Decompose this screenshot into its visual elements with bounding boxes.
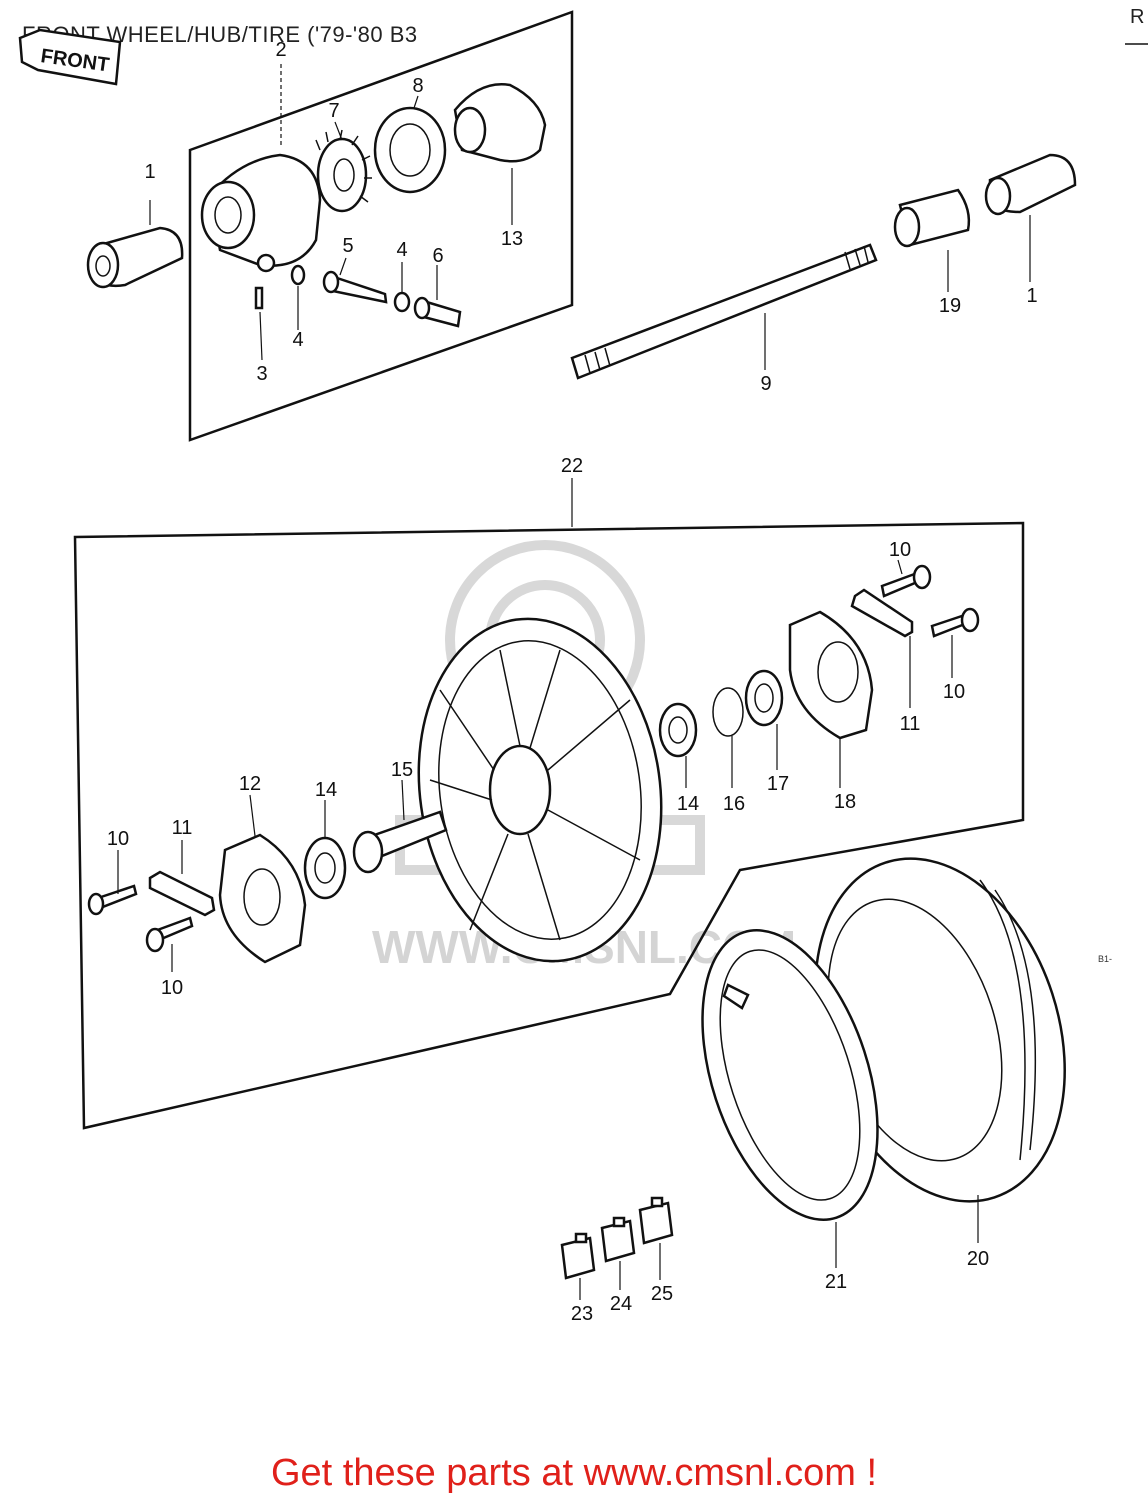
- callout-21: 21: [825, 1271, 847, 1293]
- gear-retainer: [453, 83, 547, 163]
- pin: [254, 286, 264, 310]
- callout-1-right: 1: [1026, 285, 1037, 307]
- axle-spacer: [893, 188, 971, 248]
- bolt-left-upper: [87, 884, 138, 916]
- callout-13: 13: [501, 228, 523, 250]
- callout-11-left: 11: [172, 817, 193, 839]
- leader-lines: [117, 64, 1031, 1300]
- hub-group-frame: [188, 10, 574, 442]
- front-arrow-icon: FRONT: [18, 28, 122, 86]
- bolt-left-lower: [145, 916, 194, 953]
- callout-14-right: 14: [677, 793, 699, 815]
- wheel-bearing-right: [658, 702, 698, 758]
- speedometer-drive-gear: [315, 129, 372, 213]
- cast-wheel: [417, 617, 663, 963]
- front-axle: [570, 243, 878, 380]
- lock-plate-left: [148, 870, 216, 917]
- callout-15: 15: [391, 759, 413, 781]
- parts-link-banner[interactable]: Get these parts at www.cmsnl.com !: [270, 1452, 878, 1494]
- callout-25: 25: [651, 1283, 673, 1305]
- inner-tube: [701, 929, 879, 1221]
- callout-7: 7: [328, 100, 339, 122]
- balance-weight-24: [600, 1216, 636, 1263]
- exploded-parts-diagram: WWW.CMSNL.COM B1- FRONT: [18, 10, 1148, 1325]
- bolt-right-lower: [930, 607, 980, 638]
- oil-seal: [744, 669, 784, 727]
- callout-23: 23: [571, 1303, 593, 1325]
- callout-19: 19: [939, 295, 961, 317]
- callout-10-left: 10: [107, 828, 129, 850]
- callout-8: 8: [412, 75, 423, 97]
- callout-3: 3: [256, 363, 267, 385]
- spacer-collar-right: [984, 153, 1077, 216]
- lock-plate-right: [850, 588, 914, 638]
- grease-seal: [373, 106, 447, 194]
- callout-4-right: 4: [396, 239, 407, 261]
- spacer-collar-left: [86, 226, 184, 289]
- callout-10-top-right: 10: [889, 539, 911, 561]
- callout-18: 18: [834, 791, 856, 813]
- callout-22: 22: [561, 455, 583, 477]
- wheel-group-frame: [73, 521, 1025, 1130]
- callout-6: 6: [432, 245, 443, 267]
- disc-mounting-plate-right: [788, 610, 874, 740]
- callout-9: 9: [760, 373, 771, 395]
- wheel-bearing-left: [303, 836, 347, 900]
- callout-17: 17: [767, 773, 789, 795]
- callout-11-right: 11: [900, 713, 921, 735]
- washer-right: [393, 291, 411, 313]
- callout-5: 5: [342, 235, 353, 257]
- balance-weight-23: [560, 1232, 596, 1280]
- callout-14-left: 14: [315, 779, 337, 801]
- pinion-bushing: [413, 296, 462, 328]
- speedometer-pinion: [322, 270, 388, 304]
- callout-10-right: 10: [943, 681, 965, 703]
- side-code: B1-: [1098, 954, 1112, 964]
- washer-left: [290, 264, 306, 286]
- corner-letter: R: [1130, 6, 1145, 28]
- callout-20: 20: [967, 1248, 989, 1270]
- disc-mounting-plate: [218, 833, 307, 964]
- speedometer-gear-housing: [200, 153, 322, 273]
- callout-4-left: 4: [292, 329, 303, 351]
- callout-12: 12: [239, 773, 261, 795]
- callout-2: 2: [275, 39, 286, 61]
- callout-24: 24: [610, 1293, 632, 1315]
- bolt-right-upper: [880, 564, 932, 598]
- distance-collar: [352, 810, 448, 874]
- balance-weight-25: [638, 1196, 674, 1245]
- circlip: [712, 687, 744, 737]
- callout-10-bottom: 10: [161, 977, 183, 999]
- callout-1-left: 1: [144, 161, 155, 183]
- callout-16: 16: [723, 793, 745, 815]
